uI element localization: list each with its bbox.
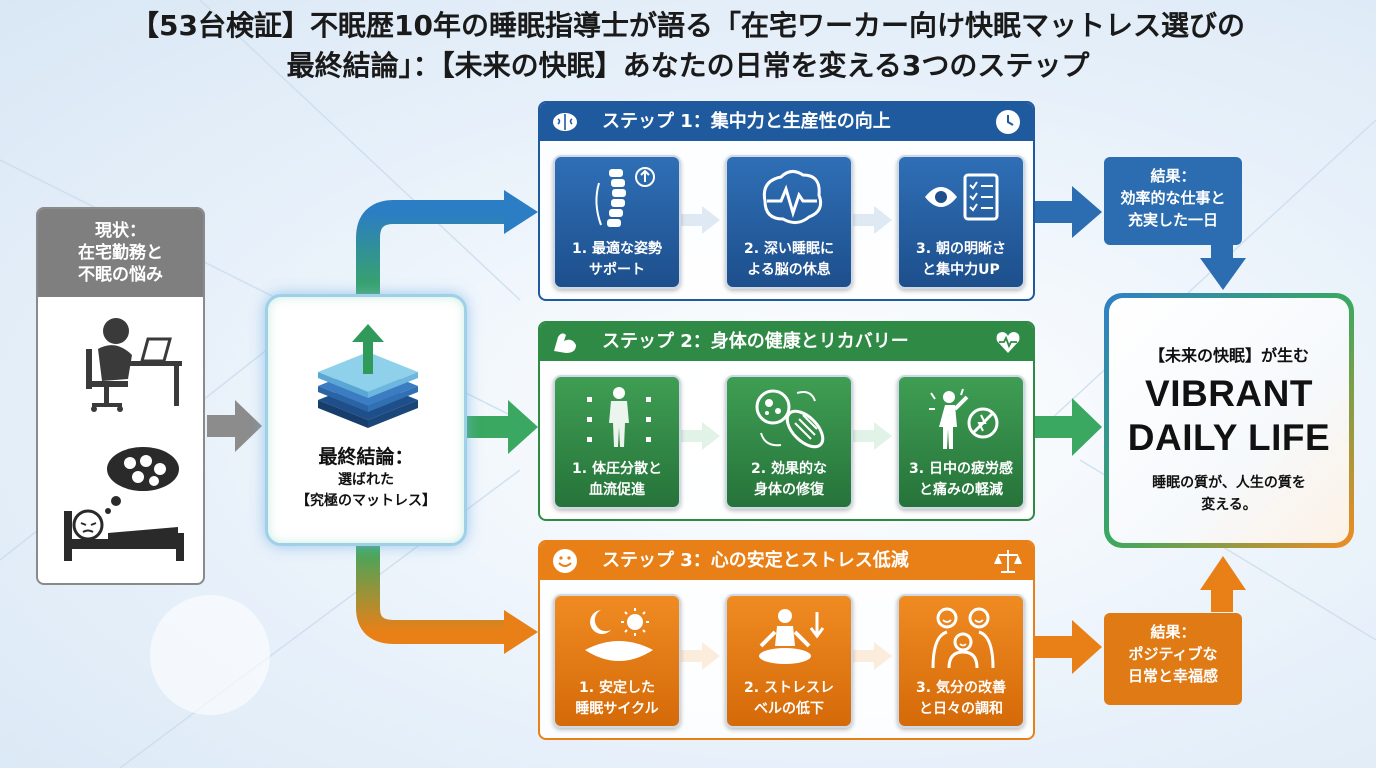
current-state-header: 現状： 在宅勤務と 不眠の悩み <box>38 209 203 297</box>
title-line-1: 【53台検証】不眠歴10年の睡眠指導士が語る「在宅ワーカー向け快眠マットレス選び… <box>131 9 1245 42</box>
label-line: 睡眠サイクル <box>575 701 659 717</box>
step1-card-3-label: 3. 朝の明晰さ と集中力UP <box>901 239 1021 281</box>
step2-card-1: 1. 体圧分散と 血流促進 <box>553 375 681 509</box>
step3-card-3-label: 3. 気分の改善 と日々の調和 <box>901 678 1021 720</box>
step3-card-2: 2. ストレスレ ベルの低下 <box>725 594 853 728</box>
label-line: と痛みの軽減 <box>919 482 1003 498</box>
label-line: 1. 安定した <box>579 680 655 696</box>
future-tagline-line: 変える。 <box>1201 497 1257 513</box>
brain-icon <box>553 113 577 131</box>
result-line: 効率的な仕事と <box>1120 189 1226 207</box>
future-tagline: 睡眠の質が、人生の質を 変える。 <box>1109 472 1349 516</box>
step3-card-3: 3. 気分の改善 と日々の調和 <box>897 594 1025 728</box>
muscle-arm-icon <box>554 333 576 353</box>
conclusion-product: 【究極のマットレス】 <box>296 493 436 509</box>
meditation-icon <box>759 609 825 664</box>
label-line: ベルの低下 <box>754 701 824 717</box>
current-state-line: 不眠の悩み <box>78 265 163 285</box>
balance-scale-icon <box>994 550 1022 573</box>
conclusion-subtext: 選ばれた <box>338 472 394 488</box>
label-line: 3. 朝の明晰さ <box>916 241 1006 257</box>
arrow-step2-to-future <box>1035 398 1102 456</box>
arrow-to-step3 <box>356 546 538 654</box>
step2-card-2: 2. 効果的な 身体の修復 <box>725 375 853 509</box>
cell-muscle-repair-icon <box>755 389 825 449</box>
label-line: 1. 最適な姿勢 <box>572 241 662 257</box>
result-line: 結果： <box>1150 623 1196 641</box>
heart-pulse-icon <box>996 332 1020 353</box>
future-outcome-inner: 【未来の快眠】が生む VIBRANT DAILY LIFE 睡眠の質が、人生の質… <box>1109 298 1349 543</box>
result-box-top: 結果： 効率的な仕事と 充実した一日 <box>1104 157 1242 245</box>
future-headline: VIBRANT DAILY LIFE <box>1109 372 1349 460</box>
step2-card-2-label: 2. 効果的な 身体の修復 <box>729 459 849 501</box>
label-line: 3. 気分の改善 <box>916 680 1006 696</box>
step3-card-1-label: 1. 安定した 睡眠サイクル <box>557 678 677 720</box>
label-line: 2. ストレスレ <box>744 680 834 696</box>
step2-card-3: 3. 日中の疲労感 と痛みの軽減 <box>897 375 1025 509</box>
step1-panel: ステップ 1：集中力と生産性の向上 1. 最適な姿勢 サポート <box>538 101 1035 301</box>
result-line: 結果： <box>1150 167 1196 185</box>
conclusion-mattress-box: 最終結論： 選ばれた 【究極のマットレス】 <box>265 294 467 546</box>
step2-panel: ステップ 2：身体の健康とリカバリー 1. 体圧分散と 血流促進 2. 効果的な <box>538 321 1035 521</box>
step3-card-1: 1. 安定した 睡眠サイクル <box>553 594 681 728</box>
result-box-bottom: 結果： ポジティブな 日常と幸福感 <box>1104 613 1242 705</box>
future-heading: 【未来の快眠】が生む <box>1148 346 1309 365</box>
step3-card-2-label: 2. ストレスレ ベルの低下 <box>729 678 849 720</box>
eye-checklist-icon <box>925 173 999 221</box>
step1-title: ステップ 1：集中力と生産性の向上 <box>540 103 1033 141</box>
arrow-step1-to-result <box>1035 186 1102 238</box>
future-headline-line: VIBRANT <box>1145 373 1313 414</box>
step2-card-3-label: 3. 日中の疲労感 と痛みの軽減 <box>901 459 1021 501</box>
step1-card-2-label: 2. 深い睡眠に よる脳の休息 <box>729 239 849 281</box>
label-line: よる脳の休息 <box>747 262 831 278</box>
future-headline-line: DAILY LIFE <box>1127 417 1331 458</box>
page-title: 【53台検証】不眠歴10年の睡眠指導士が語る「在宅ワーカー向け快眠マットレス選び… <box>0 6 1376 86</box>
step1-card-3: 3. 朝の明晰さ と集中力UP <box>897 155 1025 289</box>
result-line: 充実した一日 <box>1127 211 1218 229</box>
spine-support-icon <box>595 167 655 227</box>
arrow-to-step1 <box>356 190 538 296</box>
arrow-result-top-to-future <box>1200 245 1246 290</box>
step1-card-1: 1. 最適な姿勢 サポート <box>553 155 681 289</box>
arrow-step3-to-result <box>1035 620 1102 674</box>
step3-title: ステップ 3：心の安定とストレス低減 <box>540 542 1033 580</box>
arrow-current-to-conclusion <box>207 400 262 452</box>
step1-card-2: 2. 深い睡眠に よる脳の休息 <box>725 155 853 289</box>
step1-card-1-label: 1. 最適な姿勢 サポート <box>557 239 677 281</box>
step2-title: ステップ 2：身体の健康とリカバリー <box>540 323 1033 361</box>
label-line: と集中力UP <box>922 262 1000 278</box>
future-outcome-box: 【未来の快眠】が生む VIBRANT DAILY LIFE 睡眠の質が、人生の質… <box>1104 293 1354 548</box>
label-line: と日々の調和 <box>919 701 1003 717</box>
smile-face-icon <box>553 549 577 573</box>
label-line: 3. 日中の疲労感 <box>909 461 1013 477</box>
arrow-to-step2 <box>467 400 538 454</box>
conclusion-heading: 最終結論： <box>318 446 414 468</box>
step3-panel: ステップ 3：心の安定とストレス低減 1. 安定した 睡眠サイクル 2. <box>538 540 1035 740</box>
label-line: 血流促進 <box>589 482 645 498</box>
brain-wave-icon <box>762 170 823 224</box>
current-state-line: 在宅勤務と <box>78 243 163 263</box>
clock-icon <box>996 110 1020 134</box>
arrow-result-bottom-to-future <box>1200 556 1246 612</box>
label-line: 身体の修復 <box>754 482 824 498</box>
mattress-layers-icon <box>318 324 418 428</box>
label-line: 1. 体圧分散と <box>572 461 662 477</box>
result-line: ポジティブな <box>1128 645 1218 663</box>
label-line: 2. 効果的な <box>751 461 827 477</box>
desk-worker-icon <box>86 318 182 412</box>
result-line: 日常と幸福感 <box>1127 667 1218 685</box>
future-tagline-line: 睡眠の質が、人生の質を <box>1152 475 1306 491</box>
label-line: サポート <box>589 262 645 278</box>
title-line-2: 最終結論」：【未来の快眠】あなたの日常を変える3つのステップ <box>286 49 1090 82</box>
body-pressure-icon <box>587 387 651 447</box>
current-state-box: 現状： 在宅勤務と 不眠の悩み <box>36 207 205 585</box>
happy-family-icon <box>931 607 995 669</box>
sleepless-bed-icon <box>64 447 184 561</box>
current-state-line: 現状： <box>95 221 146 241</box>
step2-card-1-label: 1. 体圧分散と 血流促進 <box>557 459 677 501</box>
label-line: 2. 深い睡眠に <box>744 241 834 257</box>
no-pain-icon <box>929 388 999 449</box>
moon-sun-cycle-icon <box>585 608 653 661</box>
